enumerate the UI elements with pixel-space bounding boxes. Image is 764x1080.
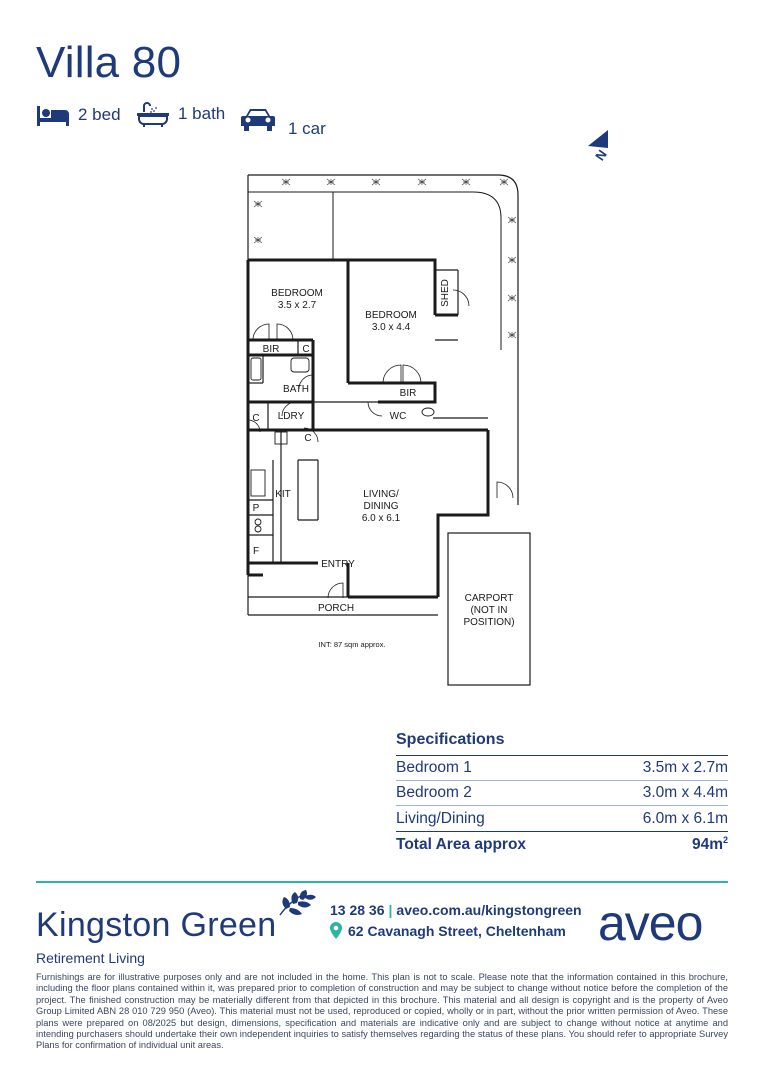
spec-row: Bedroom 1 3.5m x 2.7m: [396, 756, 728, 781]
car-count: 1 car: [288, 119, 326, 138]
room-label: C: [304, 433, 311, 444]
room-label: (NOT IN: [470, 605, 507, 616]
room-label: LIVING/: [363, 489, 399, 500]
room-label: SHED: [440, 279, 451, 307]
page-title: Villa 80: [36, 38, 182, 87]
specifications-table: Specifications Bedroom 1 3.5m x 2.7m Bed…: [396, 731, 728, 858]
website-link[interactable]: aveo.com.au/kingstongreen: [396, 902, 582, 918]
room-label: LDRY: [278, 411, 305, 422]
spec-label: Bedroom 1: [396, 759, 472, 776]
disclaimer-text: Furnishings are for illustrative purpose…: [36, 972, 728, 1051]
north-label: N: [592, 147, 610, 163]
room-label: BEDROOM: [271, 288, 323, 299]
feature-bed: 2 bed: [36, 104, 121, 126]
leaf-icon: [279, 890, 316, 916]
brand-subtitle: Retirement Living: [36, 950, 145, 966]
bath-icon: [137, 102, 169, 127]
phone-number[interactable]: 13 28 36: [330, 902, 385, 918]
room-label: C: [302, 344, 309, 355]
bed-icon: [37, 106, 69, 126]
floor-plan: BEDROOM 3.5 x 2.7 BEDROOM 3.0 x 4.4 SHED…: [246, 174, 531, 686]
contact-separator: |: [388, 902, 393, 918]
bed-count: 2 bed: [78, 105, 121, 124]
feature-bath: 1 bath: [136, 100, 225, 128]
room-label: BATH: [283, 384, 309, 395]
total-label: Total Area approx: [396, 836, 527, 853]
room-label: PORCH: [318, 603, 354, 614]
room-size: 3.0 x 4.4: [372, 322, 411, 333]
spec-row: Bedroom 2 3.0m x 4.4m: [396, 781, 728, 806]
plan-note: INT: 87 sqm approx.: [318, 640, 385, 649]
spec-value: 6.0m x 6.1m: [642, 809, 728, 827]
car-icon: [241, 109, 275, 131]
spec-label: Bedroom 2: [396, 784, 472, 801]
room-size: 3.5 x 2.7: [278, 300, 317, 311]
room-label: KIT: [275, 489, 291, 500]
spec-label: Living/Dining: [396, 809, 485, 827]
brand-name: Kingston Green: [36, 906, 277, 944]
north-arrow-icon: N: [588, 130, 610, 163]
room-label: BEDROOM: [365, 310, 417, 321]
room-label: BIR: [263, 344, 280, 355]
specifications-heading: Specifications: [396, 731, 728, 756]
address-line: 62 Cavanagh Street, Cheltenham: [330, 922, 566, 939]
room-label: WC: [390, 411, 407, 422]
bath-count: 1 bath: [178, 104, 226, 123]
spec-row: Living/Dining 6.0m x 6.1m: [396, 806, 728, 831]
room-label: CARPORT: [465, 593, 514, 604]
footer-divider: [36, 881, 728, 883]
room-label: C: [252, 413, 259, 424]
room-label: P: [253, 503, 260, 514]
spec-total-row: Total Area approx 94m2: [396, 831, 728, 858]
total-value: 94m2: [691, 835, 728, 854]
room-label: ENTRY: [321, 559, 355, 570]
aveo-logo: aveo: [598, 895, 703, 951]
contact-line: 13 28 36|aveo.com.au/kingstongreen: [330, 902, 582, 918]
room-label: DINING: [364, 501, 399, 512]
spec-value: 3.5m x 2.7m: [642, 759, 728, 776]
room-label: BIR: [400, 388, 417, 399]
room-label: POSITION): [463, 617, 514, 628]
feature-car: 1 car: [240, 106, 326, 138]
room-size: 6.0 x 6.1: [362, 513, 401, 524]
spec-value: 3.0m x 4.4m: [642, 784, 728, 801]
location-pin-icon: [330, 922, 342, 939]
address-text: 62 Cavanagh Street, Cheltenham: [348, 922, 566, 939]
room-label: F: [253, 546, 259, 557]
